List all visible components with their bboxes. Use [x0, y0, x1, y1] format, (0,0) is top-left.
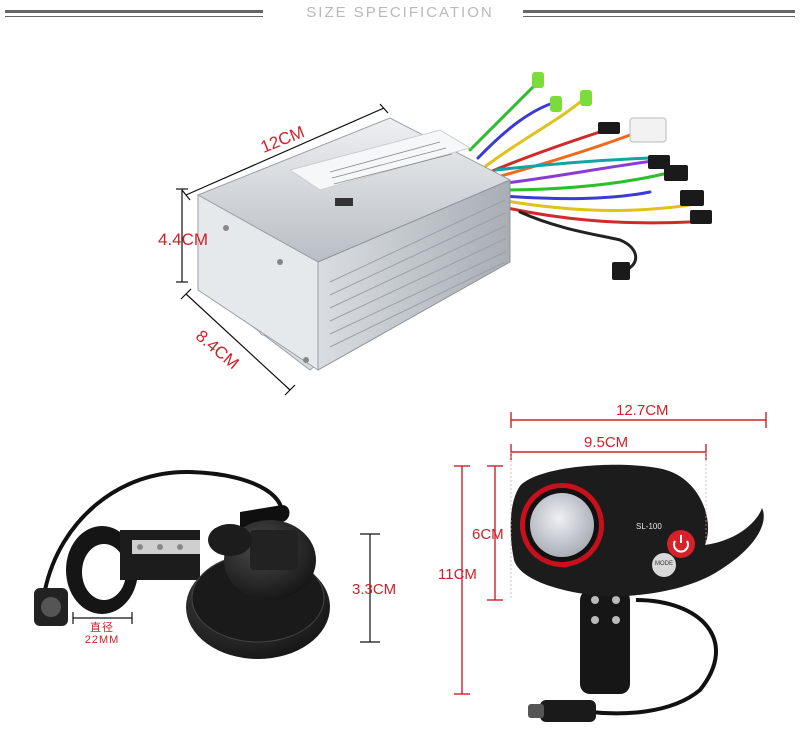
controller-wires	[468, 78, 692, 272]
mode-button-label: MODE	[655, 561, 673, 567]
display-total-width-label: 12.7CM	[616, 402, 669, 419]
controller-dimension-lines	[176, 103, 389, 396]
display-dimension-lines	[454, 412, 767, 695]
connector-green-1	[532, 72, 544, 88]
controller-height-label: 4.4CM	[158, 230, 209, 249]
display-model-text: SL-100	[636, 522, 662, 531]
connector-green-2	[550, 96, 562, 112]
throttle-diameter-value: 22MM	[84, 634, 120, 646]
display-screen-height-label: 6CM	[472, 526, 504, 543]
header-title: SIZE SPECIFICATION	[306, 4, 494, 21]
connector-green-3	[580, 90, 592, 106]
display-guide-lines	[510, 452, 707, 600]
header-rule-left	[5, 10, 263, 17]
controller-image	[196, 72, 712, 371]
connector-white	[629, 117, 667, 143]
throttle-height-label: 3.3CM	[352, 581, 397, 598]
throttle-dimension-lines	[72, 533, 380, 643]
display-total-height-label: 11CM	[438, 566, 477, 583]
header-rule-right	[523, 10, 795, 17]
display-image	[510, 464, 764, 722]
throttle-image	[34, 469, 330, 659]
throttle-diameter-caption: 直径	[90, 622, 114, 634]
display-screen-width-label: 9.5CM	[584, 434, 629, 451]
